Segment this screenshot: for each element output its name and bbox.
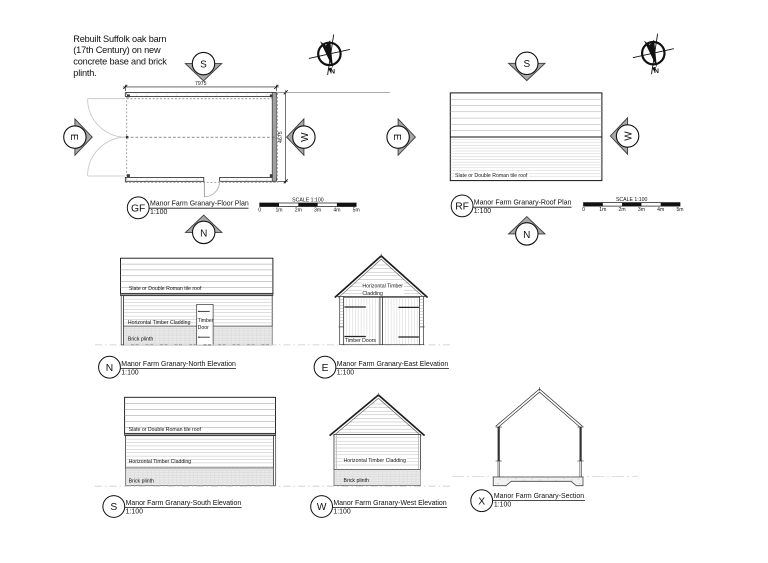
svg-text:W: W: [317, 502, 327, 513]
svg-text:7975: 7975: [195, 81, 207, 87]
svg-text:Rebuilt Suffolk oak barn: Rebuilt Suffolk oak barn: [73, 34, 166, 44]
svg-text:Slate or Double Roman tile roo: Slate or Double Roman tile roof: [455, 173, 528, 179]
svg-text:4675: 4675: [278, 131, 284, 143]
svg-text:Manor Farm Granary-North Eleva: Manor Farm Granary-North Elevation: [121, 361, 236, 368]
svg-text:N: N: [106, 363, 113, 374]
svg-text:Manor Farm Granary-South Eleva: Manor Farm Granary-South Elevation: [126, 500, 242, 507]
svg-text:E: E: [68, 134, 79, 141]
svg-text:Horizontal Timber Cladding: Horizontal Timber Cladding: [128, 320, 191, 326]
svg-text:N: N: [200, 228, 207, 239]
svg-text:Manor Farm Granary-West Elevat: Manor Farm Granary-West Elevation: [333, 500, 446, 507]
svg-text:Timber Doors: Timber Doors: [345, 338, 377, 344]
svg-text:Brick plinth: Brick plinth: [129, 478, 154, 484]
svg-text:E: E: [391, 134, 402, 141]
svg-text:Brick plinth: Brick plinth: [128, 337, 153, 343]
svg-text:W: W: [624, 131, 635, 141]
svg-text:Slate or Double Roman tile roo: Slate or Double Roman tile roof: [129, 286, 202, 292]
svg-text:Timber: Timber: [198, 318, 214, 324]
svg-text:1:100: 1:100: [337, 369, 355, 376]
svg-text:1:100: 1:100: [150, 209, 168, 216]
svg-text:1:100: 1:100: [126, 509, 144, 516]
svg-text:Slate or Double Roman tile roo: Slate or Double Roman tile roof: [129, 427, 202, 433]
svg-text:Cladding: Cladding: [362, 291, 383, 297]
svg-text:1:100: 1:100: [121, 369, 139, 376]
svg-text:Horizontal Timber Cladding: Horizontal Timber Cladding: [344, 458, 407, 464]
svg-text:X: X: [478, 496, 485, 507]
svg-text:1:100: 1:100: [333, 509, 351, 516]
svg-text:1:100: 1:100: [494, 501, 512, 508]
svg-text:W: W: [300, 132, 311, 142]
svg-text:E: E: [322, 363, 329, 374]
svg-text:concrete base and brick: concrete base and brick: [73, 57, 167, 67]
svg-text:Door: Door: [198, 325, 210, 331]
svg-text:S: S: [110, 502, 117, 513]
svg-text:GF: GF: [131, 204, 145, 215]
svg-text:Brick plinth: Brick plinth: [344, 478, 369, 484]
svg-text:Manor Farm Granary-East Elevat: Manor Farm Granary-East Elevation: [337, 361, 449, 368]
svg-text:S: S: [200, 60, 207, 71]
svg-text:(17th Century) on new: (17th Century) on new: [73, 45, 161, 55]
svg-text:Horizontal Timber: Horizontal Timber: [362, 284, 403, 290]
svg-text:N: N: [523, 230, 530, 241]
svg-text:Manor Farm Granary-Floor Plan: Manor Farm Granary-Floor Plan: [150, 201, 249, 208]
svg-text:plinth.: plinth.: [73, 68, 96, 78]
svg-text:Manor Farm Granary-Roof Plan: Manor Farm Granary-Roof Plan: [474, 200, 572, 207]
svg-text:RF: RF: [455, 202, 469, 213]
svg-text:Manor Farm Granary-Section: Manor Farm Granary-Section: [494, 493, 584, 500]
svg-text:Horizontal Timber Cladding: Horizontal Timber Cladding: [129, 459, 192, 465]
svg-text:1:100: 1:100: [474, 208, 492, 215]
svg-text:S: S: [523, 59, 530, 70]
